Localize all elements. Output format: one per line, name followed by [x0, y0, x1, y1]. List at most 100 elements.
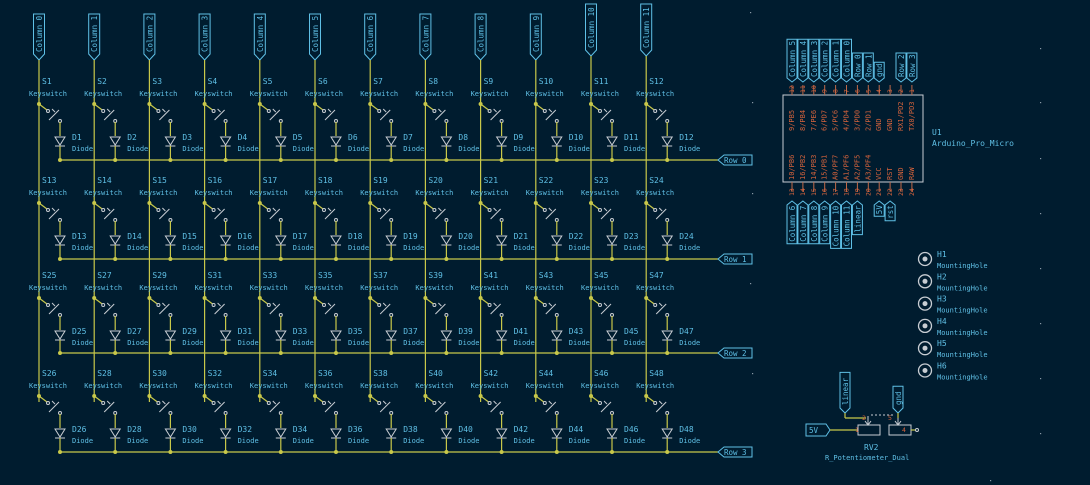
diode-value: Diode	[182, 339, 203, 347]
junction	[610, 450, 614, 454]
diode-ref: D21	[514, 232, 529, 241]
diode-ref: D17	[293, 232, 308, 241]
switch-contact	[322, 109, 326, 113]
switch-ref: S26	[42, 369, 57, 378]
switch-lever	[48, 303, 60, 315]
label-shape	[33, 13, 45, 61]
diode-ref: D39	[458, 327, 473, 336]
diode-value: Diode	[127, 244, 148, 252]
mounting-hole-ring	[917, 274, 933, 289]
diode-value: Diode	[348, 145, 369, 153]
label-shape	[717, 347, 753, 359]
mcu-pin-number: 8	[832, 89, 840, 93]
switch-lead	[204, 202, 213, 210]
grid-dot	[750, 12, 752, 14]
mcu-net-label-text: Column 7	[799, 206, 808, 242]
diode-ref: D11	[624, 133, 639, 142]
switch-actuator	[658, 302, 663, 307]
mcu-net-label	[841, 200, 852, 249]
diode-ref: D32	[238, 425, 253, 434]
mcu-pin-name: 15/PB1	[821, 155, 829, 180]
switch-lead	[535, 103, 545, 111]
label-shape	[198, 13, 211, 61]
row-label-0: Row 0	[717, 154, 753, 166]
switch-ref: S16	[208, 176, 223, 185]
junction	[113, 158, 118, 162]
switch-value: Keyswitch	[581, 284, 619, 292]
diode-value: Diode	[72, 145, 93, 153]
column-label-text: Column 8	[477, 15, 486, 52]
junction	[499, 158, 504, 162]
switch-actuator	[272, 108, 277, 113]
column-label-text: Column 7	[421, 16, 430, 52]
diode-body	[164, 330, 177, 340]
switch-actuator	[162, 108, 166, 113]
switch-actuator	[327, 207, 332, 212]
mcu-pin-number: 15	[810, 188, 818, 196]
mcu-net-label	[841, 38, 852, 83]
switch-lever	[48, 401, 60, 413]
diode-ref: D19	[403, 232, 418, 241]
switch-contact	[101, 303, 106, 307]
switch-value: Keyswitch	[250, 284, 288, 292]
mounting-hole-ref: H4	[937, 317, 947, 326]
